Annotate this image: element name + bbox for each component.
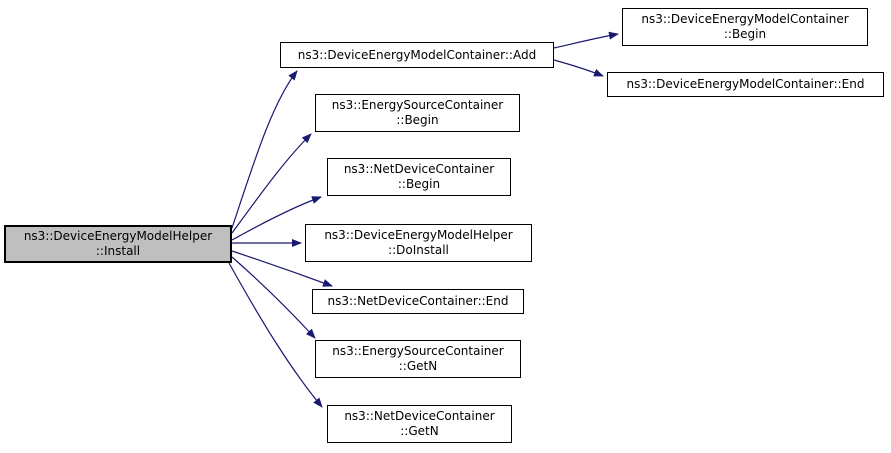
node-ndc-begin[interactable]: ns3::NetDeviceContainer ::Begin: [327, 158, 511, 196]
edge-install-to-ndc-begin: [231, 196, 322, 241]
edge-install-to-ndc-getn: [228, 262, 323, 408]
node-ndc-getn[interactable]: ns3::NetDeviceContainer ::GetN: [327, 405, 512, 443]
edge-install-to-esc-getn: [231, 256, 316, 339]
edge-add-to-demc-end: [553, 59, 604, 77]
edge-install-to-ndc-end: [231, 250, 333, 287]
node-install[interactable]: ns3::DeviceEnergyModelHelper ::Install: [4, 225, 232, 263]
edge-install-to-add: [231, 70, 298, 229]
edges-group: [228, 31, 619, 408]
node-add[interactable]: ns3::DeviceEnergyModelContainer::Add: [280, 42, 554, 68]
edge-install-to-esc-begin: [231, 133, 312, 234]
node-esc-getn[interactable]: ns3::EnergySourceContainer ::GetN: [315, 340, 521, 378]
node-demc-begin[interactable]: ns3::DeviceEnergyModelContainer ::Begin: [622, 8, 868, 46]
node-doinstall[interactable]: ns3::DeviceEnergyModelHelper ::DoInstall: [305, 224, 532, 262]
node-demc-end[interactable]: ns3::DeviceEnergyModelContainer::End: [607, 72, 884, 97]
node-esc-begin[interactable]: ns3::EnergySourceContainer ::Begin: [315, 94, 520, 132]
edge-add-to-demc-begin: [553, 31, 619, 49]
node-ndc-end[interactable]: ns3::NetDeviceContainer::End: [312, 289, 524, 314]
